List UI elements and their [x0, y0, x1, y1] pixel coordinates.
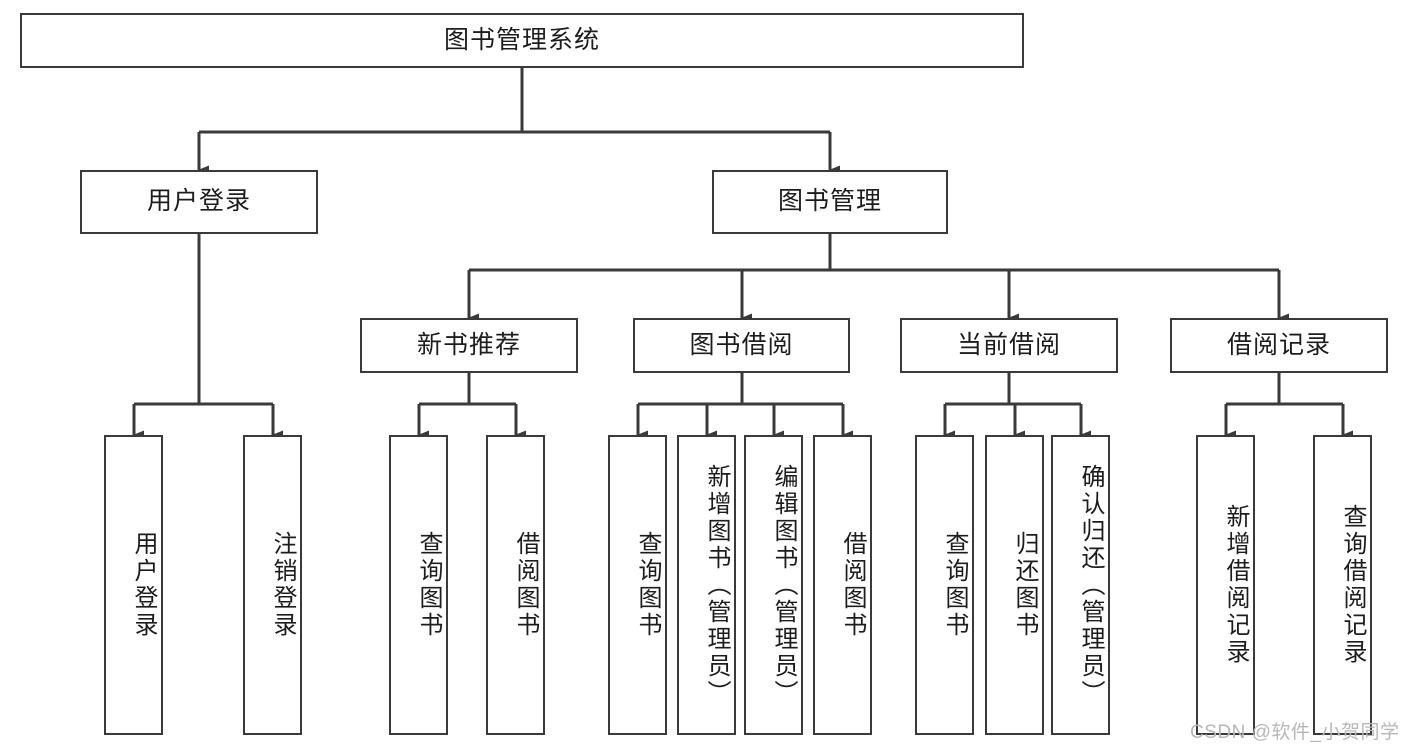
- node-box-leaf1[interactable]: 用户登录: [104, 435, 163, 735]
- node-label: 图书管理系统: [443, 25, 600, 54]
- node-box-bookmgmt[interactable]: 图书管理: [712, 170, 948, 234]
- node-label: 查询借阅记录: [1339, 504, 1366, 666]
- node-label: 查询图书: [415, 531, 442, 639]
- node-box-login[interactable]: 用户登录: [80, 170, 318, 234]
- node-box-records[interactable]: 借阅记录: [1170, 318, 1388, 373]
- node-box-leaf5[interactable]: 查询图书: [608, 435, 667, 735]
- node-label: 查询图书: [941, 531, 968, 639]
- node-label: 借阅记录: [1226, 330, 1331, 359]
- node-box-leaf12[interactable]: 新增借阅记录: [1196, 435, 1255, 735]
- node-box-leaf6[interactable]: 新增图书（管理员）: [677, 435, 736, 735]
- node-label: 新增图书（管理员）: [703, 463, 730, 707]
- node-box-leaf4[interactable]: 借阅图书: [486, 435, 545, 735]
- node-box-leaf2[interactable]: 注销登录: [243, 435, 302, 735]
- node-label: 借阅图书: [839, 531, 866, 639]
- node-label: 图书借阅: [689, 330, 794, 359]
- node-box-leaf13[interactable]: 查询借阅记录: [1313, 435, 1372, 735]
- node-label: 新书推荐: [416, 330, 521, 359]
- node-label: 注销登录: [269, 531, 296, 639]
- node-label: 确认归还（管理员）: [1077, 463, 1104, 707]
- node-label: 当前借阅: [956, 330, 1061, 359]
- node-box-root[interactable]: 图书管理系统: [20, 13, 1024, 68]
- node-box-leaf3[interactable]: 查询图书: [389, 435, 448, 735]
- node-label: 用户登录: [146, 187, 251, 216]
- node-label: 图书管理: [777, 187, 882, 216]
- node-box-leaf10[interactable]: 归还图书: [985, 435, 1044, 735]
- node-box-borrow[interactable]: 图书借阅: [633, 318, 850, 373]
- node-box-newbook[interactable]: 新书推荐: [360, 318, 578, 373]
- node-label: 查询图书: [634, 531, 661, 639]
- node-label: 归还图书: [1011, 531, 1038, 639]
- node-label: 新增借阅记录: [1222, 504, 1249, 666]
- node-label: 编辑图书（管理员）: [770, 463, 797, 707]
- node-box-leaf9[interactable]: 查询图书: [915, 435, 974, 735]
- node-box-current[interactable]: 当前借阅: [900, 318, 1118, 373]
- node-box-leaf8[interactable]: 借阅图书: [813, 435, 872, 735]
- edge-group: [132, 68, 1353, 440]
- node-box-leaf7[interactable]: 编辑图书（管理员）: [744, 435, 803, 735]
- node-label: 借阅图书: [512, 531, 539, 639]
- node-label: 用户登录: [130, 531, 157, 639]
- node-box-leaf11[interactable]: 确认归还（管理员）: [1051, 435, 1110, 735]
